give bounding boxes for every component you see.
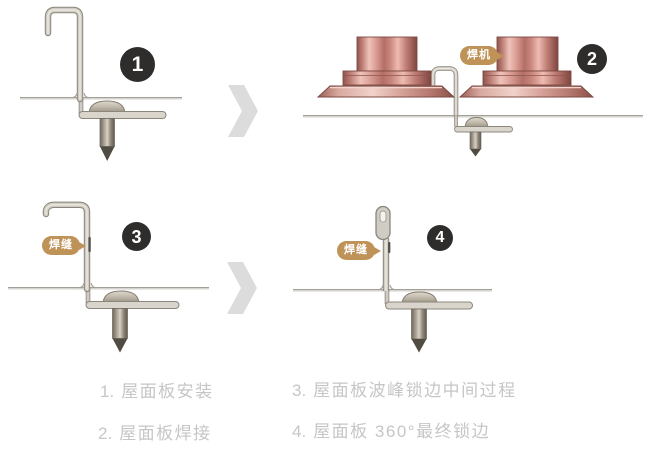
caption-step4: 4. 屋面板 360°最终锁边 xyxy=(292,417,490,442)
step2-drawing xyxy=(303,36,643,157)
step3-drawing xyxy=(8,201,209,353)
welding-wheel-right xyxy=(458,36,595,98)
caption-step2: 2. 屋面板焊接 xyxy=(98,419,212,444)
step1-drawing xyxy=(20,6,182,161)
chevron-right-icon xyxy=(228,85,258,137)
caption-number: 3. xyxy=(292,381,307,400)
caption-text: 屋面板波峰锁边中间过程 xyxy=(313,381,517,400)
caption-text: 屋面板安装 xyxy=(121,382,214,401)
caption-number: 1. xyxy=(100,382,115,401)
step2-number-badge: 2 xyxy=(577,44,607,74)
caption-step3: 3. 屋面板波峰锁边中间过程 xyxy=(292,376,517,401)
weld-seam-callout: 焊缝 xyxy=(337,241,381,260)
weld-seam-callout: 焊缝 xyxy=(42,236,86,255)
caption-number: 2. xyxy=(98,424,113,443)
caption-step1: 1. 屋面板安装 xyxy=(100,377,214,402)
caption-number: 4. xyxy=(292,422,307,441)
step4-drawing xyxy=(293,205,492,353)
caption-text: 屋面板 360°最终锁边 xyxy=(313,422,491,441)
step4-number-badge: 4 xyxy=(427,225,453,251)
step3-number-badge: 3 xyxy=(122,222,151,251)
chevron-right-icon xyxy=(227,262,257,314)
step1-number-badge: 1 xyxy=(120,47,155,82)
welder-callout: 焊机 xyxy=(460,46,504,65)
caption-text: 屋面板焊接 xyxy=(119,424,212,443)
welding-wheel-left xyxy=(316,36,456,98)
